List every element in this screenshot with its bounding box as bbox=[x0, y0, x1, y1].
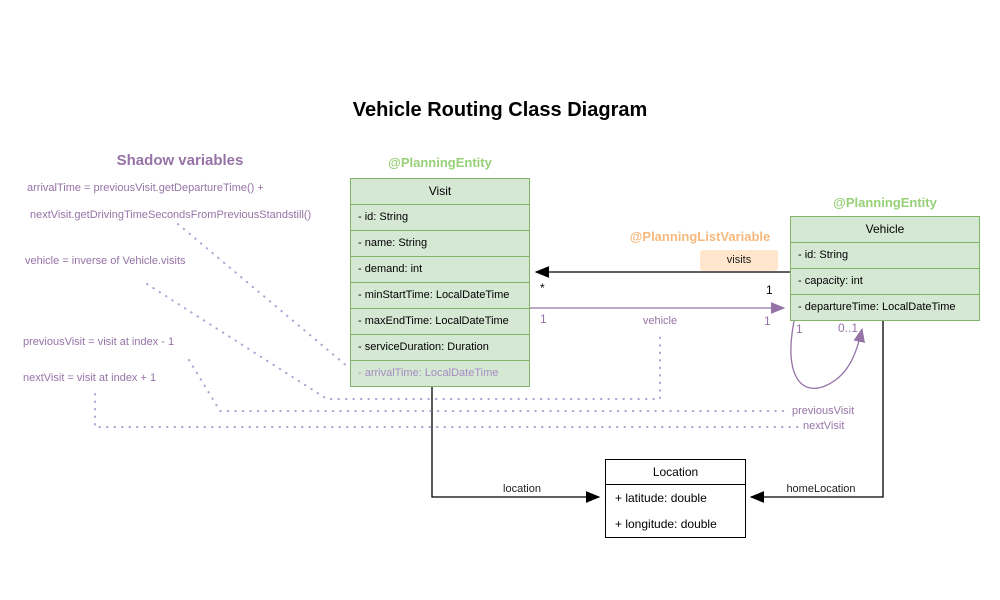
annotation-arrival-time-line1: arrivalTime = previousVisit.getDeparture… bbox=[27, 182, 264, 194]
vehicle-association-label: vehicle bbox=[642, 315, 678, 327]
visits-badge: visits bbox=[700, 250, 778, 271]
location-role-label: location bbox=[503, 483, 541, 495]
visit-field-demand: - demand: int bbox=[351, 257, 529, 283]
visit-class-box: Visit - id: String - name: String - dema… bbox=[350, 178, 530, 387]
home-location-role-label: homeLocation bbox=[786, 483, 856, 495]
next-visit-dotted-link bbox=[94, 393, 799, 428]
planning-list-variable-label: @PlanningListVariable bbox=[629, 229, 771, 244]
visit-field-name: - name: String bbox=[351, 231, 529, 257]
visit-stereotype-label: @PlanningEntity bbox=[388, 155, 492, 170]
location-class-box: Location + latitude: double + longitude:… bbox=[605, 459, 746, 538]
annotation-previous-visit: previousVisit = visit at index - 1 bbox=[23, 336, 175, 348]
next-visit-role-label: nextVisit bbox=[803, 420, 845, 432]
diagram-title: Vehicle Routing Class Diagram bbox=[352, 99, 648, 121]
self-loop-multiplicity-one: 1 bbox=[796, 322, 803, 336]
self-loop-multiplicity-zero-one: 0..1 bbox=[838, 321, 859, 335]
shadow-variables-heading: Shadow variables bbox=[116, 152, 244, 169]
visit-field-service-duration: - serviceDuration: Duration bbox=[351, 335, 529, 361]
vehicle-class-box: Vehicle - id: String - capacity: int - d… bbox=[790, 216, 980, 321]
annotation-arrival-time-line2: nextVisit.getDrivingTimeSecondsFromPrevi… bbox=[30, 209, 312, 221]
visits-multiplicity-one: 1 bbox=[766, 283, 773, 297]
annotation-vehicle: vehicle = inverse of Vehicle.visits bbox=[25, 255, 186, 267]
annotation-next-visit: nextVisit = visit at index + 1 bbox=[23, 372, 157, 384]
visit-field-id: - id: String bbox=[351, 205, 529, 231]
visits-multiplicity-star: * bbox=[540, 281, 545, 295]
visit-field-arrival-time: - arrivalTime: LocalDateTime bbox=[358, 367, 499, 379]
location-field-longitude: + longitude: double bbox=[615, 517, 717, 531]
previous-visit-role-label: previousVisit bbox=[792, 405, 855, 417]
vehicle-multiplicity-visit-side: 1 bbox=[540, 312, 547, 326]
vehicle-field-id: - id: String bbox=[791, 243, 979, 269]
visit-class-name: Visit bbox=[351, 179, 529, 205]
visit-field-min-start-time: - minStartTime: LocalDateTime bbox=[351, 283, 529, 309]
vehicle-field-capacity: - capacity: int bbox=[791, 269, 979, 295]
location-class-name: Location bbox=[606, 460, 745, 485]
vehicle-multiplicity-vehicle-side: 1 bbox=[764, 314, 771, 328]
arrival-time-dotted-link bbox=[177, 223, 349, 368]
vehicle-field-departure-time: - departureTime: LocalDateTime bbox=[798, 301, 956, 313]
vehicle-class-name: Vehicle bbox=[791, 217, 979, 243]
vehicle-stereotype-label: @PlanningEntity bbox=[833, 195, 937, 210]
visit-field-max-end-time: - maxEndTime: LocalDateTime bbox=[351, 309, 529, 335]
location-association-line bbox=[431, 386, 601, 503]
location-field-latitude: + latitude: double bbox=[615, 491, 707, 505]
